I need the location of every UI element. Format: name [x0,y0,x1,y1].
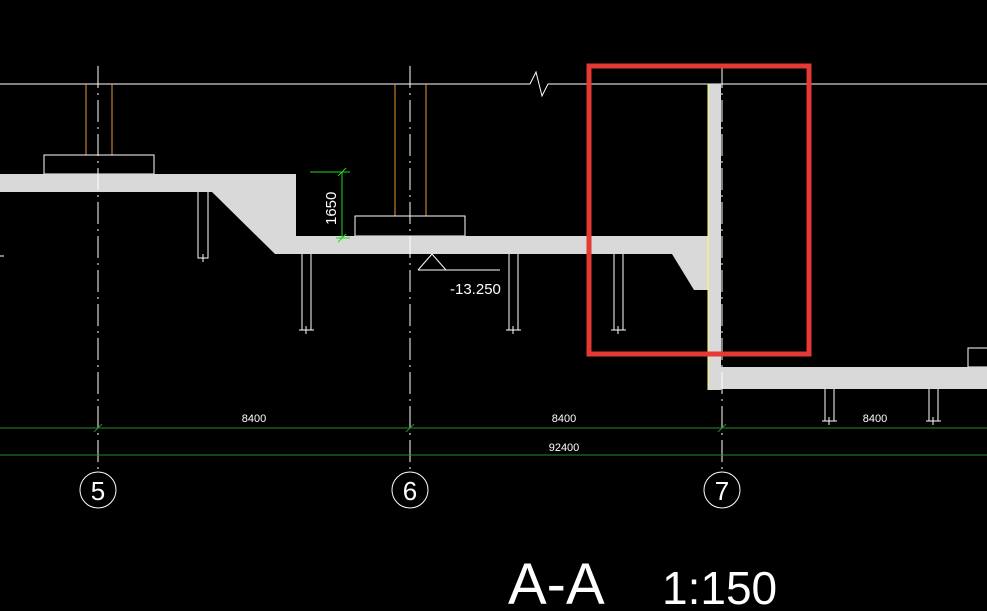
section-scale: 1:150 [662,562,777,611]
footing-cap-right [967,347,987,368]
highlight-box [586,63,812,357]
axis-bubble-7 [703,471,741,509]
top-reference-line [0,70,987,98]
piles [0,192,941,425]
span-dim-7-8: 8400 [863,413,887,425]
span-dim-5-6: 8400 [242,413,266,425]
axis-label-5: 5 [91,476,105,506]
axis-bubble-5 [79,471,117,509]
total-dim: 92400 [549,442,580,454]
height-dim-label: 1650 [323,192,340,225]
foundation-slab-left [0,174,708,290]
column-5 [85,84,113,155]
footing-cap-5 [43,154,155,175]
section-title: A-A [508,552,605,611]
axis-bubble-6 [391,471,429,509]
dimension-lines [0,427,987,456]
column-6 [394,84,427,216]
level-mark: -13.250 [450,281,501,298]
dimension-ticks [93,423,727,433]
axis-label-6: 6 [403,476,417,506]
height-dimension [310,167,350,243]
span-dim-6-7: 8400 [552,413,576,425]
foundation-slab-right [708,367,987,389]
axis-centerlines [97,66,723,470]
retaining-wall [708,84,721,390]
axis-label-7: 7 [715,476,729,506]
level-triangle [417,253,448,271]
